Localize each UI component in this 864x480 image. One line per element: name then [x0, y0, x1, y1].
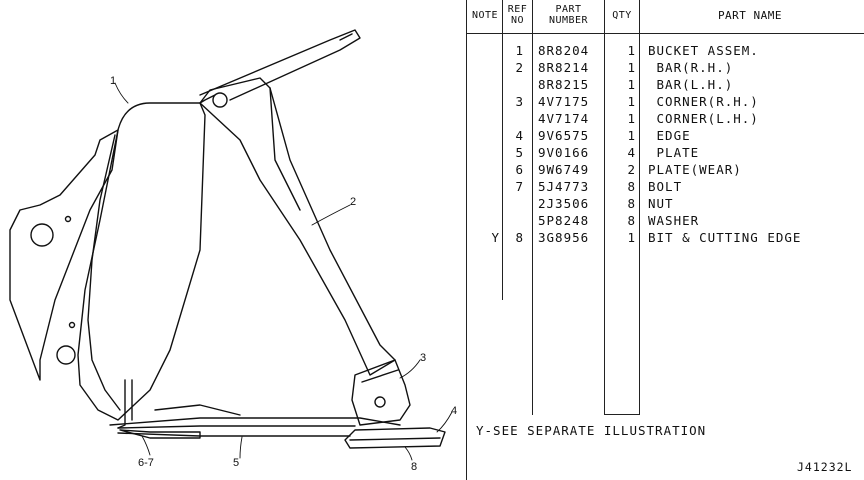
side-plate	[9, 129, 119, 381]
edge-piece	[344, 427, 446, 449]
pin-hole-upper	[30, 223, 54, 247]
callout-6-7: 6-7	[138, 457, 154, 469]
callout-2: 2	[350, 196, 356, 208]
footnote: Y-SEE SEPARATE ILLUSTRATION	[476, 423, 707, 438]
header-part-number: PART NUMBER	[548, 4, 589, 26]
outer-border-left	[466, 0, 467, 480]
floor	[109, 417, 401, 426]
wear-plate	[119, 429, 201, 439]
callout-3: 3	[420, 352, 426, 364]
header-qty: QTY	[612, 10, 632, 21]
header-underline	[466, 33, 864, 34]
corner-piece	[351, 359, 411, 426]
bucket-body	[77, 102, 206, 421]
pin-hole-lower	[56, 345, 76, 365]
callout-4: 4	[451, 405, 457, 417]
header-note: NOTE	[471, 10, 499, 21]
callout-1: 1	[110, 75, 116, 87]
header-ref-no: REF NO	[507, 4, 528, 26]
bucket-drawing: 1 2 3 4 5 6-7 8	[9, 29, 457, 473]
header-part-name: PART NAME	[717, 9, 783, 22]
callout-5: 5	[233, 457, 239, 469]
side-bar	[199, 77, 396, 376]
upper-link	[199, 29, 361, 101]
illustration-number: J41232L	[797, 460, 853, 474]
callout-8: 8	[411, 461, 417, 473]
